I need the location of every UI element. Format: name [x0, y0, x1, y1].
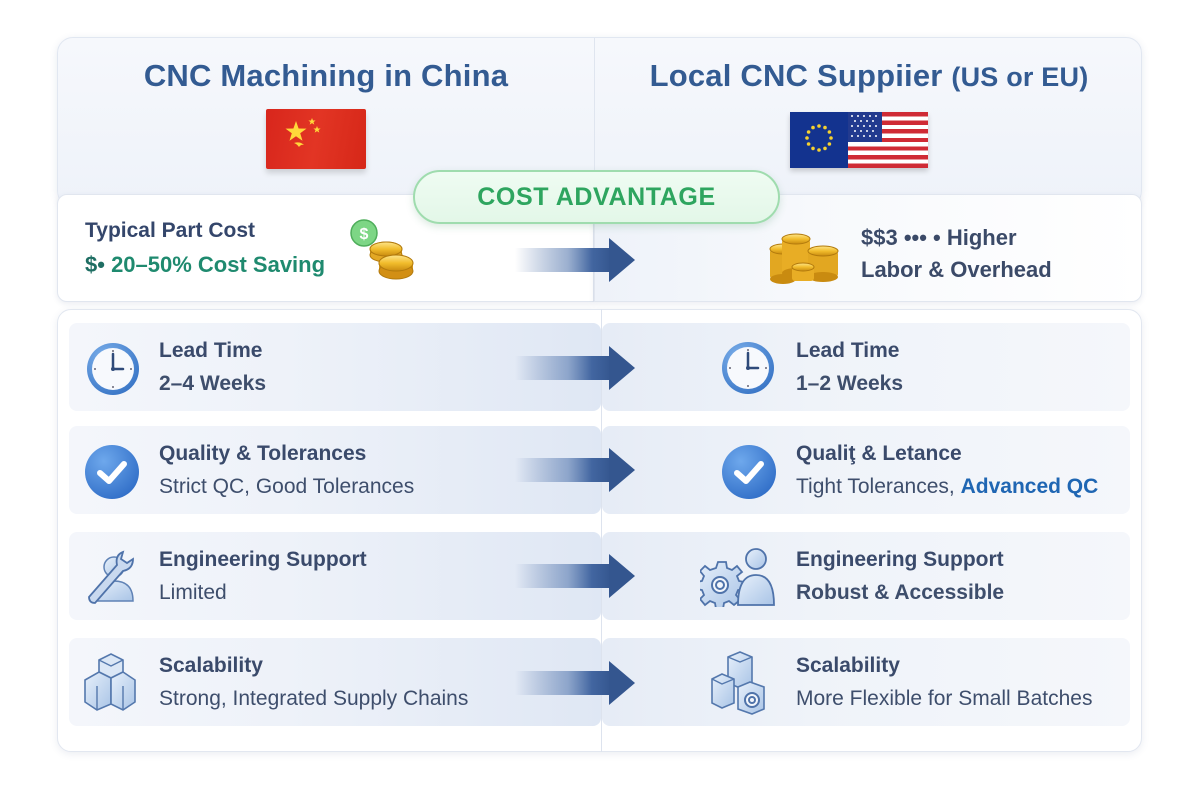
row-engineering-china [69, 532, 601, 620]
lead-time-title-china: Lead Time [159, 339, 263, 362]
cost-advantage-badge: COST ADVANTAGE [413, 170, 780, 224]
engineering-title-local: Engineering Support [796, 548, 1004, 571]
lead-time-title-local: Lead Time [796, 339, 900, 362]
china-title: CNC Machining in China [143, 58, 509, 93]
quality-value-china: Strict QC, Good Tolerances [159, 475, 415, 498]
cost-arrow-icon [515, 236, 635, 284]
row-engineering-local [602, 532, 1130, 620]
quality-title-china: Quality & Tolerances [159, 442, 367, 465]
quality-value-local: Tight Tolerances, Advanced QC [796, 475, 1098, 499]
checkmark-icon [83, 443, 141, 501]
eu-flag-icon [790, 112, 848, 168]
cost-higher-text: $$3 ••• • Higher [861, 225, 1017, 250]
quality-value-local-main: Tight Tolerances, [796, 475, 955, 498]
engineering-title-china: Engineering Support [159, 548, 367, 571]
clock-icon [84, 340, 142, 398]
boxes-gear-icon [708, 649, 778, 715]
lead-time-arrow-icon [515, 344, 635, 392]
checkmark-icon-local [720, 443, 778, 501]
row-lead-time-china [69, 323, 601, 411]
us-flag-icon [848, 112, 928, 168]
quality-title-local: Qualiţ & Letance [796, 442, 962, 465]
cost-labor-overhead-text: Labor & Overhead [861, 257, 1052, 282]
header-china: CNC Machining in China [58, 38, 594, 208]
cost-saving-text: 20–50% Cost Saving [111, 252, 326, 277]
scalability-title-local: Scalability [796, 654, 900, 677]
coins-dollar-icon: $ [346, 217, 431, 287]
scalability-title-china: Scalability [159, 654, 263, 677]
us-flag-canton [848, 112, 882, 142]
scalability-arrow-icon [515, 659, 635, 707]
local-title: Local CNC Suppiier (US or EU) [595, 58, 1143, 94]
svg-text:$: $ [360, 226, 369, 243]
header-divider [594, 38, 595, 208]
row-quality-local [602, 426, 1130, 514]
engineering-arrow-icon [515, 552, 635, 600]
row-quality-china [69, 426, 601, 514]
local-title-main: Local CNC Suppiier [649, 58, 943, 93]
row-lead-time-local [602, 323, 1130, 411]
typical-part-cost-label: Typical Part Cost [85, 219, 255, 242]
lead-time-value-china: 2–4 Weeks [159, 372, 267, 395]
row-scalability-local [602, 638, 1130, 726]
scalability-value-local: More Flexible for Small Batches [796, 687, 1093, 710]
header-local: Local CNC Suppiier (US or EU) [595, 38, 1143, 208]
quality-arrow-icon [515, 446, 635, 494]
lead-time-value-local: 1–2 Weeks [796, 372, 904, 395]
local-title-suffix: (US or EU) [951, 62, 1089, 92]
gear-person-icon [695, 545, 780, 610]
china-flag-icon [266, 109, 366, 169]
coin-stack-icon [766, 231, 846, 287]
engineering-value-china: Limited [159, 581, 227, 604]
quality-value-local-accent: Advanced QC [960, 475, 1099, 498]
cost-prefix: $• [85, 252, 105, 277]
boxes-icon [81, 650, 139, 711]
rows-divider [601, 309, 602, 752]
row-scalability-china [69, 638, 601, 726]
eu-us-flag-icon [790, 112, 928, 168]
comparison-infographic: CNC Machining in China Local CNC Suppiie… [57, 37, 1142, 752]
scalability-value-china: Strong, Integrated Supply Chains [159, 687, 469, 710]
clock-icon-local [719, 339, 777, 397]
cost-saving-value: $• 20–50% Cost Saving [85, 252, 325, 278]
wrench-person-icon [81, 547, 139, 605]
engineering-value-local: Robust & Accessible [796, 581, 1005, 604]
